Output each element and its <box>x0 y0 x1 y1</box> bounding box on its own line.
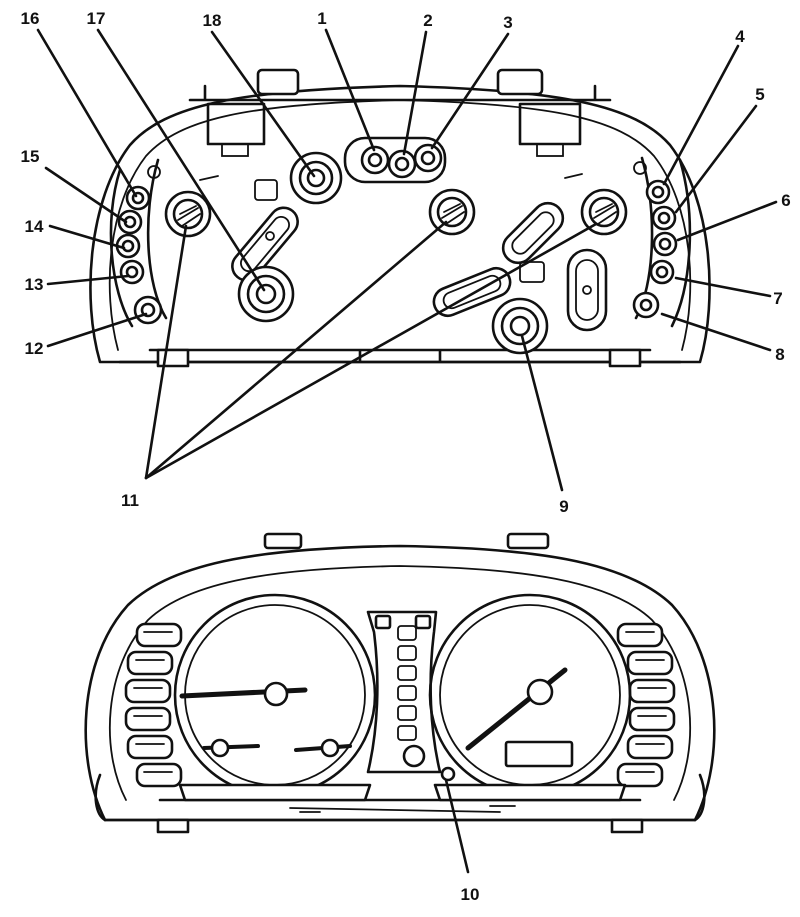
rear-top-bulb-holder <box>343 136 447 184</box>
callout-18: 18 <box>203 11 222 30</box>
front-housing-inner <box>108 565 692 801</box>
callout-12: 12 <box>25 339 44 358</box>
callout-15: 15 <box>21 147 40 166</box>
leader-16 <box>36 28 138 198</box>
front-left-segment-column <box>124 622 183 788</box>
callout-7: 7 <box>773 289 782 308</box>
callout-4: 4 <box>735 27 745 46</box>
leader-18 <box>210 30 316 178</box>
rear-slot-lower <box>432 266 512 318</box>
socket-11-right <box>580 188 628 236</box>
leader-8 <box>660 312 772 352</box>
leader-11-a <box>144 224 188 480</box>
rear-clip-right <box>519 261 545 283</box>
callout-1: 1 <box>317 9 326 28</box>
callout-13: 13 <box>25 275 44 294</box>
front-lug-left <box>263 532 303 550</box>
leader-2 <box>402 30 428 156</box>
front-right-gauge <box>428 593 632 802</box>
trip-reset-knob <box>440 766 456 782</box>
leader-5 <box>674 104 758 214</box>
front-right-segment-column <box>616 622 676 788</box>
right-bulb-sockets <box>632 161 678 319</box>
leader-14 <box>48 224 126 250</box>
socket-11-center <box>428 188 476 236</box>
leader-9 <box>520 334 564 492</box>
right-gauge-needle <box>465 667 568 751</box>
socket-11-left <box>164 190 212 238</box>
cluster-rear-view <box>89 68 711 368</box>
leader-12 <box>46 312 148 348</box>
cluster-front-view <box>84 532 716 834</box>
rear-lug-left <box>256 68 300 96</box>
rear-slot-upper <box>501 201 565 265</box>
leader-15 <box>44 166 128 224</box>
socket-9 <box>491 297 549 355</box>
callout-10: 10 <box>461 885 480 904</box>
leader-10 <box>444 778 470 874</box>
leader-7 <box>674 276 772 298</box>
rear-slot-vertical <box>566 248 608 332</box>
callout-17: 17 <box>87 9 106 28</box>
leader-11-c <box>144 222 598 480</box>
socket-17 <box>231 206 299 323</box>
leader-1 <box>324 28 376 152</box>
callout-5: 5 <box>755 85 764 104</box>
leader-13 <box>46 274 130 286</box>
leader-lines <box>36 28 778 874</box>
front-center-indicator-panel <box>366 610 442 774</box>
callout-6: 6 <box>781 191 790 210</box>
leader-4 <box>662 44 740 186</box>
rear-clip-left <box>254 179 278 201</box>
leader-3 <box>430 32 510 150</box>
callout-labels: 1 2 3 4 5 6 7 8 9 10 11 12 13 14 15 16 1… <box>21 9 791 904</box>
leader-11-b <box>144 220 448 480</box>
rear-bottom-rail <box>118 348 682 364</box>
leader-17 <box>96 28 266 292</box>
callout-2: 2 <box>423 11 432 30</box>
callout-11: 11 <box>121 491 139 510</box>
rear-housing-outline <box>89 84 711 364</box>
leader-6 <box>676 200 778 242</box>
front-lug-right <box>506 532 550 550</box>
top-bulb-sockets <box>360 143 443 179</box>
left-bulb-sockets <box>115 165 163 325</box>
socket-18 <box>289 151 343 205</box>
callout-9: 9 <box>559 497 568 516</box>
front-housing-outline <box>84 544 716 822</box>
front-left-gauge <box>173 593 377 802</box>
callout-3: 3 <box>503 13 512 32</box>
rear-connector-right <box>518 102 582 146</box>
callout-8: 8 <box>775 345 784 364</box>
rear-lug-right <box>496 68 544 96</box>
callout-16: 16 <box>21 9 40 28</box>
right-gauge-odometer-window <box>504 740 574 768</box>
callout-14: 14 <box>25 217 44 236</box>
